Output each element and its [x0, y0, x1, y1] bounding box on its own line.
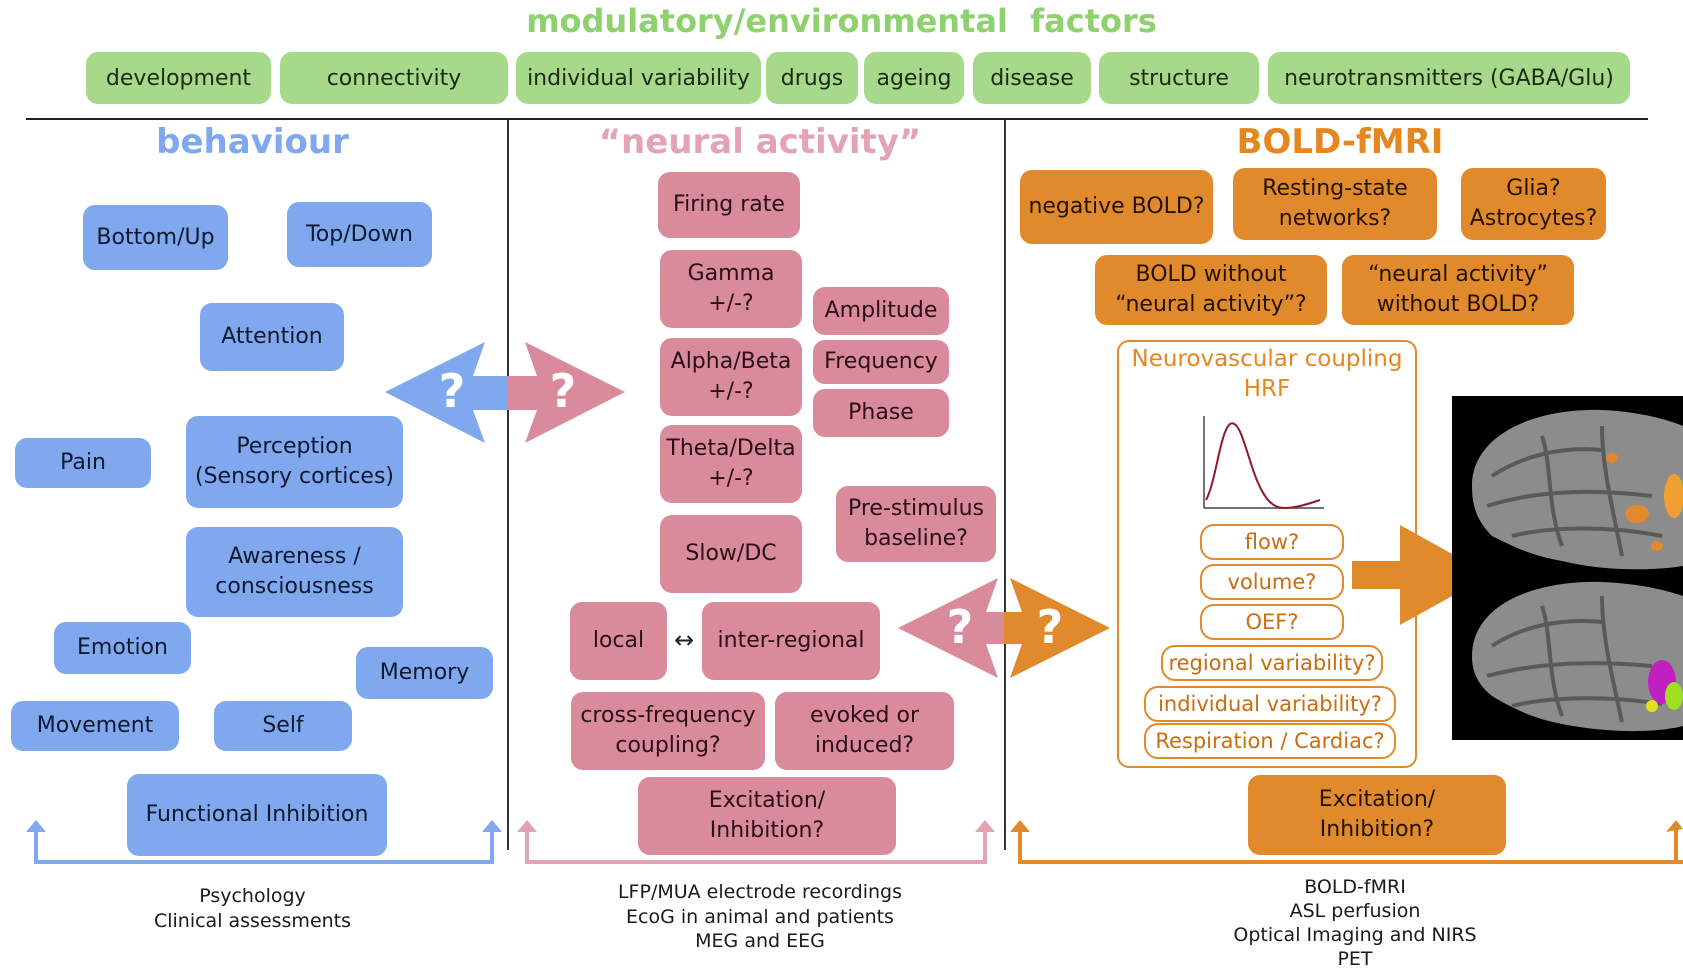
- behaviour-memory: Memory: [356, 647, 493, 699]
- pill-flow: flow?: [1200, 524, 1344, 560]
- question-mark-neural-left: ?: [549, 364, 577, 418]
- question-mark-behaviour: ?: [438, 364, 466, 418]
- pill-oef: OEF?: [1200, 604, 1344, 640]
- bold-negative-bold: negative BOLD?: [1020, 170, 1213, 244]
- bold-glia-astrocytes: Glia? Astrocytes?: [1461, 168, 1606, 240]
- neural-inter-regional: inter-regional: [702, 602, 880, 680]
- pill-respiration-cardiac: Respiration / Cardiac?: [1144, 723, 1396, 759]
- modulatory-factors-title: modulatory/environmental factors: [526, 2, 1157, 40]
- brain-lower-hemisphere: [1472, 581, 1683, 732]
- neural-methods-caption: LFP/MUA electrode recordings EcoG in ani…: [617, 881, 903, 953]
- neural-alpha-beta: Alpha/Beta +/-?: [660, 338, 802, 416]
- column-divider-left: [507, 120, 509, 850]
- behaviour-awareness: Awareness / consciousness: [186, 527, 403, 617]
- neural-phase: Phase: [813, 389, 949, 437]
- factor-structure: structure: [1099, 52, 1259, 104]
- brain-activation-image: [1452, 396, 1683, 740]
- factor-ageing: ageing: [864, 52, 964, 104]
- neural-amplitude: Amplitude: [813, 287, 949, 335]
- neural-slow-dc: Slow/DC: [660, 515, 802, 593]
- behaviour-perception: Perception (Sensory cortices): [186, 416, 403, 508]
- neural-cross-frequency-coupling: cross-frequency coupling?: [571, 692, 765, 770]
- neural-pre-stimulus-baseline: Pre-stimulus baseline?: [836, 486, 996, 562]
- neural-bracket: [525, 828, 987, 864]
- neural-theta-delta: Theta/Delta +/-?: [660, 425, 802, 503]
- behaviour-bottom-up: Bottom/Up: [83, 205, 228, 270]
- behaviour-neural-double-arrow: [385, 342, 625, 443]
- question-mark-neural-right: ?: [946, 600, 974, 654]
- factor-neurotransmitters: neurotransmitters (GABA/Glu): [1268, 52, 1630, 104]
- behaviour-self: Self: [214, 701, 352, 751]
- arrow-left-pink: [898, 578, 1004, 678]
- question-mark-bold: ?: [1036, 600, 1064, 654]
- neural-gamma: Gamma +/-?: [660, 250, 802, 328]
- pill-regional-variability: regional variability?: [1161, 645, 1383, 681]
- arrow-right-pink: [507, 342, 625, 443]
- behaviour-functional-inhibition: Functional Inhibition: [127, 774, 387, 856]
- behaviour-methods-caption: Psychology Clinical assessments: [153, 885, 352, 932]
- behaviour-title: behaviour: [156, 122, 349, 162]
- neural-evoked-or-induced: evoked or induced?: [775, 692, 954, 770]
- measurement-brackets: [26, 820, 1683, 864]
- behaviour-emotion: Emotion: [54, 622, 191, 674]
- behaviour-pain: Pain: [15, 438, 151, 488]
- neural-activity-title: “neural activity”: [598, 122, 922, 162]
- arrow-left-blue: [385, 342, 507, 443]
- behaviour-attention: Attention: [200, 303, 344, 371]
- neural-excitation-inhibition: Excitation/ Inhibition?: [638, 777, 896, 855]
- behaviour-top-down: Top/Down: [287, 202, 432, 267]
- hrf-curve-plot: [1203, 416, 1324, 510]
- arrow-right-orange: [1004, 578, 1110, 678]
- bold-fmri-title: BOLD-fMRI: [1236, 122, 1444, 162]
- neural-local: local: [570, 602, 667, 680]
- factor-development: development: [86, 52, 271, 104]
- bold-excitation-inhibition: Excitation/ Inhibition?: [1248, 775, 1506, 855]
- neural-activity-without-bold: “neural activity” without BOLD?: [1342, 255, 1574, 325]
- behaviour-bracket: [34, 828, 494, 864]
- column-divider-right: [1004, 120, 1006, 850]
- bold-resting-state-networks: Resting-state networks?: [1233, 168, 1437, 240]
- factor-disease: disease: [973, 52, 1091, 104]
- bold-bracket: [1018, 828, 1683, 864]
- factor-individual-variability: individual variability: [516, 52, 761, 104]
- local-interregional-link-icon: ↔: [673, 626, 695, 654]
- top-divider: [26, 118, 1648, 120]
- neural-frequency: Frequency: [813, 340, 949, 384]
- coupling-to-brain-arrow: [1352, 525, 1490, 625]
- pill-volume: volume?: [1200, 564, 1344, 600]
- neural-bold-double-arrow: [898, 578, 1110, 678]
- neural-firing-rate: Firing rate: [658, 172, 800, 238]
- bold-methods-caption: BOLD-fMRI ASL perfusion Optical Imaging …: [1233, 876, 1477, 970]
- factor-drugs: drugs: [766, 52, 858, 104]
- hrf-curve: [1205, 422, 1321, 510]
- factor-connectivity: connectivity: [280, 52, 508, 104]
- bold-without-neural-activity: BOLD without “neural activity”?: [1095, 255, 1327, 325]
- neurovascular-coupling-title: Neurovascular coupling HRF: [1131, 346, 1403, 403]
- behaviour-movement: Movement: [11, 701, 179, 751]
- pill-individual-variability: individual variability?: [1144, 686, 1396, 722]
